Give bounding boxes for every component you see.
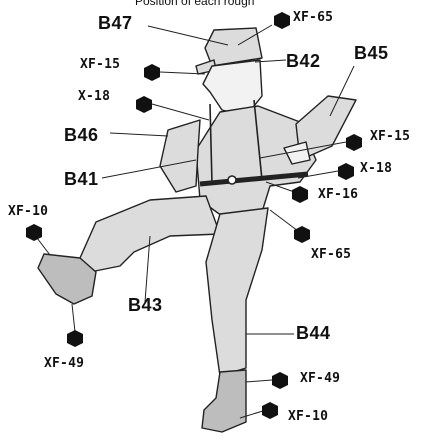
label-b43: B43 bbox=[128, 296, 163, 314]
raised-leg bbox=[80, 196, 220, 272]
xf49-left-marker-icon bbox=[67, 330, 83, 347]
label-b46: B46 bbox=[64, 126, 99, 144]
standing-leg bbox=[206, 208, 268, 376]
x18-right-marker-icon bbox=[338, 163, 354, 180]
label-xf10-right: XF-10 bbox=[288, 410, 328, 423]
label-xf10-left: XF-10 bbox=[8, 205, 48, 218]
label-xf15-left: XF-15 bbox=[80, 58, 120, 71]
label-b42: B42 bbox=[286, 52, 321, 70]
xf16-marker-icon bbox=[292, 186, 308, 203]
leader-xf49-right bbox=[246, 380, 272, 382]
leader-b46 bbox=[110, 133, 168, 136]
xf10-left-marker-icon bbox=[26, 224, 42, 241]
label-xf49-left: XF-49 bbox=[44, 357, 84, 370]
label-xf65-mid: XF-65 bbox=[311, 248, 351, 261]
xf15-right-marker-icon bbox=[346, 134, 362, 151]
xf15-left-marker-icon bbox=[144, 64, 160, 81]
label-b41: B41 bbox=[64, 170, 99, 188]
label-xf15-right: XF-15 bbox=[370, 130, 410, 143]
label-x18-right: X-18 bbox=[360, 162, 392, 175]
label-xf65-top: XF-65 bbox=[293, 11, 333, 24]
label-x18-left: X-18 bbox=[78, 90, 110, 103]
right-boot bbox=[202, 370, 246, 432]
label-b45: B45 bbox=[354, 44, 389, 62]
xf49-right-marker-icon bbox=[272, 372, 288, 389]
leader-xf49-left bbox=[72, 304, 75, 332]
x18-left-marker-icon bbox=[136, 96, 152, 113]
label-xf16: XF-16 bbox=[318, 188, 358, 201]
xf65-top-marker-icon bbox=[274, 12, 290, 29]
left-arm bbox=[160, 120, 200, 192]
label-b44: B44 bbox=[296, 324, 331, 342]
label-b47: B47 bbox=[98, 14, 133, 32]
leader-x18-left bbox=[152, 104, 209, 120]
xf10-right-marker-icon bbox=[262, 402, 278, 419]
xf65-mid-marker-icon bbox=[294, 226, 310, 243]
label-xf49-right: XF-49 bbox=[300, 372, 340, 385]
belt-buckle bbox=[228, 176, 236, 184]
